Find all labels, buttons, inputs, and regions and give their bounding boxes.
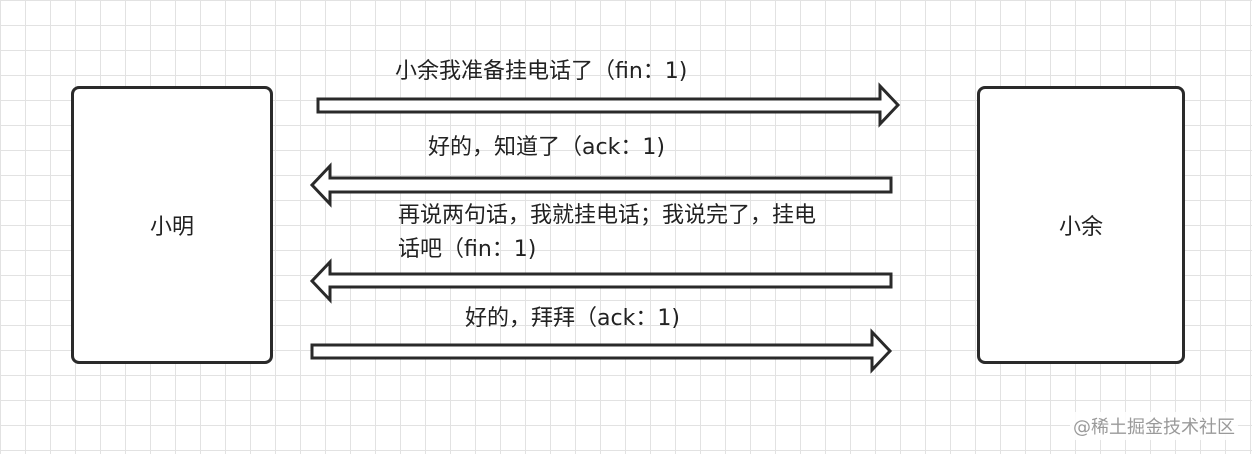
message-label-4: 好的，拜拜（ack：1) (465, 306, 680, 331)
arrow-left-fin (309, 258, 893, 304)
message-label-1: 小余我准备挂电话了（fin：1) (395, 59, 688, 84)
participant-box-xiaoming: 小明 (71, 86, 273, 364)
arrow-left-ack (309, 162, 893, 208)
arrow-right-ack (310, 328, 893, 374)
arrow-right-fin (316, 82, 901, 128)
message-label-3: 再说两句话，我就挂电话；我说完了，挂电话吧（fin：1) (398, 203, 817, 262)
message-label-2: 好的，知道了（ack：1) (428, 135, 665, 160)
participant-box-xiaoyu: 小余 (977, 86, 1185, 364)
participant-label-xiaoyu: 小余 (1058, 215, 1103, 240)
watermark: @稀土掘金技术社区 (1070, 412, 1238, 440)
participant-label-xiaoming: 小明 (149, 215, 194, 240)
